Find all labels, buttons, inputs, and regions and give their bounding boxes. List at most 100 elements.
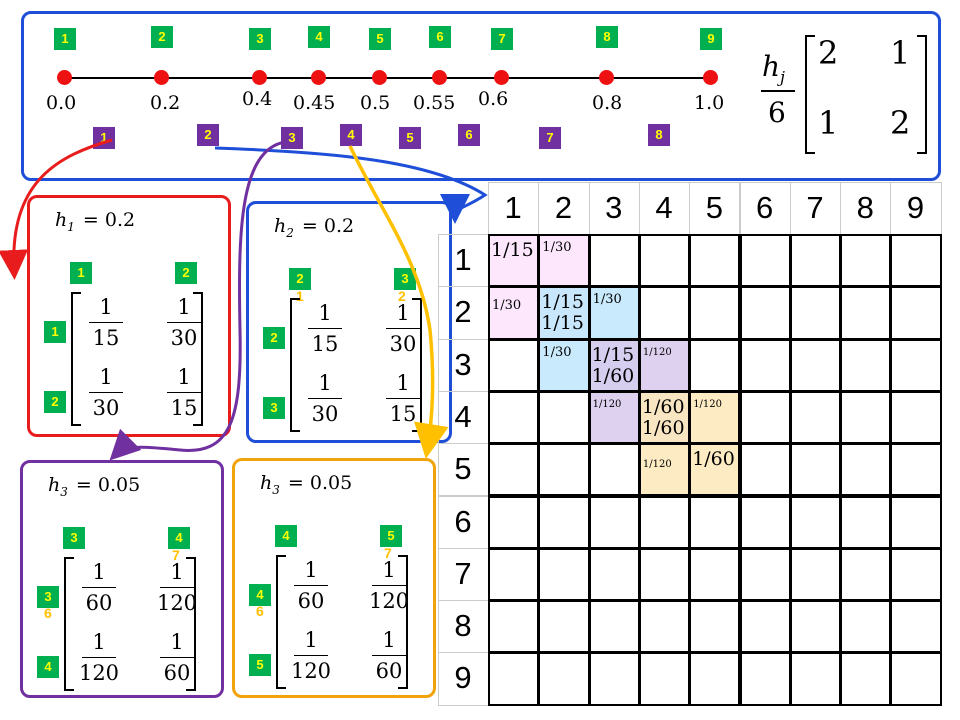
mesh-node — [432, 70, 447, 85]
matrix-cell — [588, 600, 640, 654]
column-header: 9 — [906, 190, 925, 225]
matrix-entry: 1/60 — [591, 364, 635, 387]
row-header: 2 — [454, 294, 472, 330]
node-label: 2 — [151, 26, 173, 48]
panel-col-tag: 2 — [289, 268, 311, 290]
node-coordinate: 0.8 — [592, 92, 623, 114]
matrix-cell — [739, 286, 791, 340]
matrix-cell — [488, 286, 540, 340]
panel-row-tag: 1 — [44, 321, 66, 343]
arrow-element-2 — [214, 146, 488, 224]
matrix-entry: 1/15 — [541, 312, 584, 335]
matrix-cell — [689, 390, 741, 445]
panel-h-label: h3= 0.05 — [260, 472, 353, 497]
panel-col-sub: 1 — [296, 288, 304, 304]
matrix-cell — [840, 338, 892, 392]
matrix-cell — [638, 390, 691, 445]
mesh-line — [64, 77, 710, 79]
panel-col-sub: 7 — [384, 545, 392, 561]
node-label: 4 — [308, 26, 330, 48]
element-label: 4 — [340, 124, 362, 146]
matrix-cell — [789, 338, 842, 392]
node-coordinate: 0.6 — [478, 88, 509, 110]
panel-row-tag: 2 — [263, 327, 285, 349]
formula-m12: 1 — [890, 34, 911, 72]
matrix-cell — [638, 600, 691, 654]
node-label: 9 — [700, 28, 722, 50]
row-header: 4 — [454, 398, 472, 434]
matrix-cell — [638, 652, 691, 706]
panel-row-sub: 6 — [44, 605, 52, 621]
panel-col-sub: 7 — [172, 547, 180, 563]
element-label: 3 — [281, 127, 303, 149]
matrix-cell — [840, 390, 892, 445]
formula-h: hj — [762, 50, 786, 87]
column-header: 1 — [504, 190, 522, 225]
element-label: 7 — [539, 127, 561, 149]
matrix-cell — [538, 652, 590, 706]
row-header: 7 — [454, 555, 472, 591]
matrix-entry: 1/30 — [592, 292, 622, 308]
mesh-node — [372, 70, 387, 85]
formula-left-bracket — [805, 35, 815, 154]
node-label: 1 — [54, 28, 76, 50]
panel-left-bracket — [71, 292, 81, 426]
matrix-entry: 1/15 — [541, 291, 584, 314]
matrix-cell — [488, 234, 540, 288]
matrix-cell — [789, 234, 842, 288]
matrix-cell — [538, 547, 590, 602]
matrix-cell — [588, 443, 640, 497]
mesh-node — [599, 70, 614, 85]
panel-row-tag: 3 — [263, 397, 285, 419]
element-label: 8 — [648, 124, 670, 146]
matrix-cell — [638, 338, 691, 392]
arrow-element-1 — [0, 138, 113, 280]
matrix-cell — [488, 338, 540, 392]
matrix-cell — [739, 600, 791, 654]
matrix-cell — [488, 600, 540, 654]
matrix-cell — [739, 234, 791, 288]
matrix-cell — [840, 652, 892, 706]
matrix-cell — [739, 652, 791, 706]
matrix-entry: 1/30 — [542, 240, 572, 255]
element-panel-3 — [20, 460, 224, 698]
matrix-cell — [890, 286, 942, 340]
matrix-entry: 1/30 — [542, 344, 572, 360]
matrix-entry: 1/15 — [591, 343, 635, 366]
element-panel-4 — [232, 458, 436, 698]
column-header: 6 — [756, 190, 774, 225]
panel-left-bracket — [276, 555, 286, 689]
matrix-cell — [840, 547, 892, 602]
matrix-cell — [638, 234, 691, 288]
column-header: 5 — [705, 190, 723, 225]
panel-col-tag: 5 — [380, 525, 402, 547]
row-header: 3 — [454, 346, 472, 382]
matrix-cell — [789, 390, 842, 445]
element-label: 2 — [197, 124, 219, 146]
column-header: 7 — [806, 190, 824, 225]
panel-right-bracket — [398, 555, 408, 689]
matrix-cell — [890, 547, 942, 602]
matrix-cell — [488, 443, 540, 497]
matrix-entry: 1/120 — [642, 346, 672, 358]
matrix-cell — [890, 234, 942, 288]
node-label: 6 — [429, 26, 451, 48]
matrix-cell — [488, 495, 540, 549]
matrix-cell — [488, 547, 540, 602]
formula-denominator: 6 — [768, 96, 786, 129]
column-header: 2 — [554, 190, 573, 225]
matrix-cell — [840, 600, 892, 654]
mesh-node — [494, 70, 509, 85]
matrix-cell — [689, 338, 741, 392]
formula-right-bracket — [917, 35, 927, 154]
panel-row-tag: 4 — [249, 584, 271, 606]
matrix-cell — [689, 234, 741, 288]
matrix-cell — [588, 547, 640, 602]
